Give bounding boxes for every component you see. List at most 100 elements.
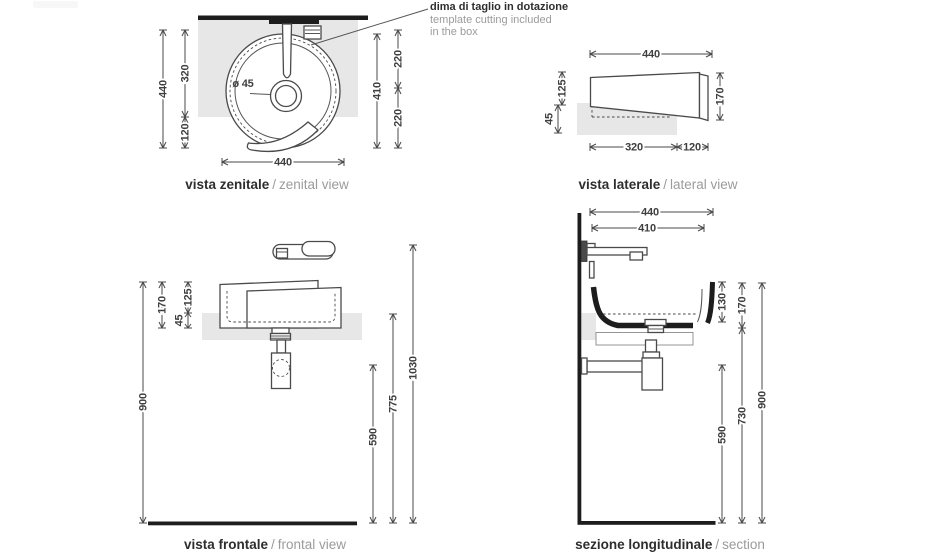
drain-pipe — [644, 339, 658, 353]
basin-inner-edge — [697, 288, 703, 323]
dim-label: 170 — [715, 88, 727, 106]
faded-logo-mark — [33, 1, 78, 8]
dim-590 — [718, 364, 726, 524]
zenital-view: ø 45 440 320 120 410 220 220 440 — [156, 8, 429, 170]
drain-inner-circle — [274, 84, 298, 108]
dim-label: 775 — [388, 395, 400, 413]
dim-label: 410 — [638, 223, 656, 235]
label-separator: / — [715, 537, 720, 552]
dim-label: 220 — [393, 109, 405, 127]
dim-170 — [716, 72, 724, 121]
faucet-mixer-box — [303, 25, 322, 40]
drain-leader-line — [249, 93, 271, 95]
faucet-spout-tip — [629, 251, 644, 261]
faucet-spout — [281, 23, 293, 79]
dim-label: 900 — [757, 391, 769, 409]
section-view-label: sezione longitudinale/section — [575, 537, 765, 552]
drain-diameter-label: ø 45 — [232, 78, 253, 90]
dim-label: 590 — [368, 428, 380, 446]
dim-label: 45 — [544, 113, 556, 125]
dim-900 — [139, 281, 147, 524]
dim-410 — [591, 224, 705, 232]
dim-120 — [181, 116, 189, 149]
dim-1030 — [409, 244, 417, 524]
dim-label: 120 — [683, 142, 701, 154]
under-basin-band — [595, 332, 694, 346]
dim-label: 125 — [557, 80, 569, 98]
dim-45 — [554, 104, 562, 134]
callout-line3: in the box — [430, 26, 478, 38]
basin-cut-wall-right — [705, 281, 715, 325]
dim-900 — [758, 282, 766, 524]
template-cutting-dashed-circle — [229, 37, 337, 145]
label-english: frontal view — [277, 537, 347, 552]
drain-pipe — [276, 339, 287, 354]
frontal-view-label: vista frontale/frontal view — [184, 537, 346, 552]
dim-590 — [369, 364, 377, 524]
drain-collar — [271, 327, 290, 335]
dim-label: 900 — [138, 393, 150, 411]
lateral-view: 440 125 45 170 320 120 — [544, 47, 729, 156]
label-english: section — [722, 537, 765, 552]
label-italian: vista laterale — [578, 177, 661, 192]
basin-lip — [246, 121, 319, 153]
faucet-lever — [588, 260, 595, 279]
dim-440 — [589, 208, 714, 216]
dim-label: 130 — [717, 293, 729, 311]
callout-line2: template cutting included — [430, 13, 552, 26]
dim-775 — [389, 313, 397, 524]
wall-line — [577, 213, 582, 525]
floor-line — [577, 521, 716, 525]
callout-note: dima di taglio in dotazione template cut… — [430, 1, 568, 39]
callout-title: dima di taglio in dotazione — [430, 1, 569, 13]
faucet-mixer-lines — [305, 29, 320, 34]
dim-label: 220 — [393, 50, 405, 68]
faucet-arm — [586, 246, 648, 256]
section-view: 440 410 130 170 730 590 900 — [577, 205, 770, 525]
siphon-dashed-detail — [272, 359, 290, 377]
dim-label: 320 — [625, 142, 643, 154]
siphon-body — [270, 352, 292, 390]
dim-45 — [184, 312, 192, 329]
faucet-wall-plate — [581, 240, 588, 262]
faucet-plate — [269, 19, 319, 24]
label-english: zenital view — [279, 177, 349, 192]
dim-440-left — [159, 29, 167, 149]
label-italian: vista frontale — [183, 537, 268, 552]
basin-cut-wall-left — [590, 286, 693, 329]
label-separator: / — [663, 177, 668, 192]
faucet-spout-end — [301, 240, 336, 257]
dim-440-bottom — [221, 158, 345, 166]
callout-leader-line — [310, 8, 429, 46]
zenital-view-label: vista zenitale/zenital view — [185, 177, 349, 192]
dim-label: 440 — [642, 49, 660, 61]
dim-label: 440 — [158, 80, 170, 98]
drain-flange — [644, 318, 667, 327]
dim-120-bottom — [676, 143, 709, 151]
dim-220-lower — [394, 87, 402, 149]
dim-label: 45 — [174, 315, 186, 327]
counter-block — [581, 313, 596, 340]
waste-pipe-horizontal — [586, 360, 644, 373]
label-english: lateral view — [670, 177, 738, 192]
dim-label: 730 — [737, 407, 749, 425]
hidden-edge-dashed — [226, 291, 336, 323]
label-separator: / — [270, 537, 275, 552]
dim-label: 170 — [157, 296, 169, 314]
dim-label: 125 — [183, 289, 195, 307]
dim-label: 440 — [641, 207, 659, 219]
dim-410 — [373, 33, 381, 149]
drain-ring — [269, 332, 292, 341]
frontal-view: 170 125 45 900 590 775 1030 — [136, 240, 421, 526]
dim-170 — [158, 281, 166, 329]
faucet-aerator — [275, 247, 289, 259]
dim-label: 320 — [180, 65, 192, 83]
lateral-view-label: vista laterale/lateral view — [578, 177, 737, 192]
dim-130 — [718, 281, 726, 323]
siphon-body — [641, 357, 664, 391]
label-italian: vista zenitale — [185, 177, 270, 192]
wall-line — [198, 15, 368, 20]
wall-pipe-flange — [580, 357, 588, 375]
